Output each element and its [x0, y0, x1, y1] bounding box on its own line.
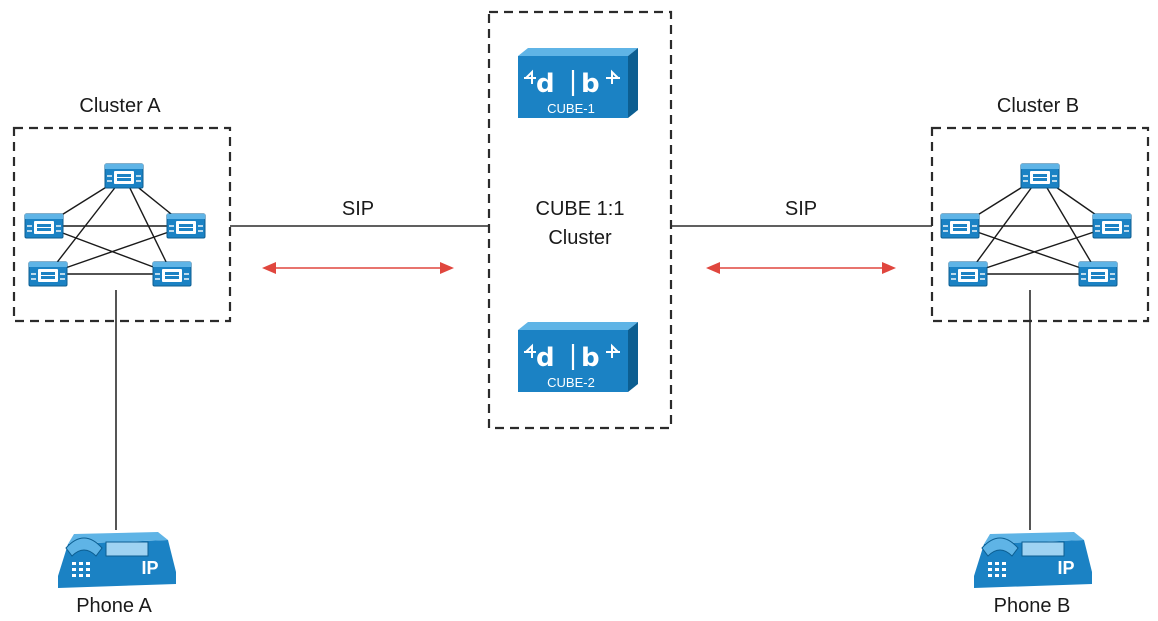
sip-label-left: SIP — [342, 198, 374, 220]
cube-cluster-box — [487, 10, 673, 430]
cluster-a-router-icon — [104, 163, 144, 189]
cube-cluster-title-line2: Cluster — [548, 227, 612, 249]
cluster-a-router-icon — [166, 213, 206, 239]
cluster-a-router-icon — [28, 261, 68, 287]
cluster-a-router-icon — [24, 213, 64, 239]
cluster-a-label: Cluster A — [79, 95, 161, 117]
cluster-b-router-icon — [1078, 261, 1118, 287]
phone-a-device: IP — [57, 531, 177, 589]
cluster-b-label: Cluster B — [997, 95, 1079, 117]
cluster-b-router-icon — [1020, 163, 1060, 189]
cluster-a-mesh — [43, 175, 187, 275]
cluster-b-box — [930, 126, 1150, 323]
cube-cluster-title-line1: CUBE 1:1 — [536, 198, 625, 220]
sip-arrow-right — [706, 262, 896, 274]
cluster-a-box — [12, 126, 232, 323]
cube-2-label: CUBE-2 — [547, 375, 595, 390]
cluster-b-mesh — [959, 175, 1113, 275]
cluster-a-router-icon — [152, 261, 192, 287]
phone-b-ip-badge: IP — [1057, 558, 1074, 578]
cluster-b-router-icon — [940, 213, 980, 239]
phone-b-label: Phone B — [994, 595, 1071, 617]
sip-arrow-left — [262, 262, 454, 274]
cube-1-label: CUBE-1 — [547, 101, 595, 116]
cube-2-device: CUBE-2 — [516, 320, 640, 394]
cluster-b-router-icon — [1092, 213, 1132, 239]
phone-b-device: IP — [973, 531, 1093, 589]
phone-a-label: Phone A — [76, 595, 152, 617]
phone-a-ip-badge: IP — [141, 558, 158, 578]
cube-1-device: CUBE-1 — [516, 46, 640, 120]
cluster-b-router-icon — [948, 261, 988, 287]
sip-label-right: SIP — [785, 198, 817, 220]
